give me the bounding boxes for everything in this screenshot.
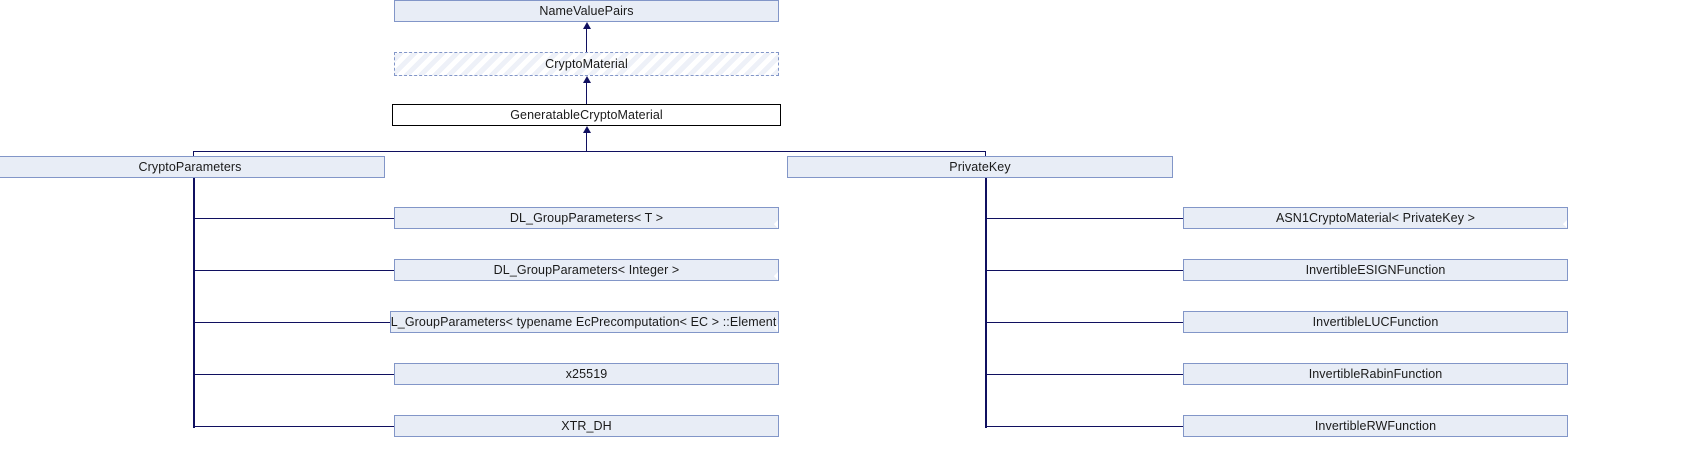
edge-left-branch-5: [193, 426, 395, 427]
node-label: PrivateKey: [949, 159, 1011, 174]
edge-right-branch-2: [985, 270, 1183, 271]
arrowhead-to-name-value-pairs: [583, 22, 591, 29]
node-dl-group-parameters-t[interactable]: DL_GroupParameters< T >: [394, 207, 779, 229]
node-invertible-esign-function[interactable]: InvertibleESIGNFunction: [1183, 259, 1568, 281]
edge-left-branch-1: [193, 218, 395, 219]
node-invertible-rw-function[interactable]: InvertibleRWFunction: [1183, 415, 1568, 437]
node-label: ASN1CryptoMaterial< PrivateKey >: [1275, 210, 1476, 225]
edge-bus-stem: [586, 133, 587, 151]
node-crypto-parameters[interactable]: CryptoParameters: [0, 156, 385, 178]
node-label: InvertibleLUCFunction: [1312, 314, 1439, 329]
node-label: DL_GroupParameters< typename EcPrecomput…: [390, 314, 779, 329]
node-label: DL_GroupParameters< Integer >: [493, 262, 680, 277]
node-label: DL_GroupParameters< T >: [509, 210, 664, 225]
node-label: CryptoParameters: [138, 159, 242, 174]
edge-left-branch-2: [193, 270, 395, 271]
node-crypto-material[interactable]: CryptoMaterial: [394, 52, 779, 76]
edge-right-branch-3: [985, 322, 1183, 323]
node-label: CryptoMaterial: [545, 56, 628, 71]
node-invertible-rabin-function[interactable]: InvertibleRabinFunction: [1183, 363, 1568, 385]
edge-crypto-material-to-name-value-pairs: [586, 29, 587, 52]
arrowhead-to-crypto-material: [583, 76, 591, 83]
node-label: NameValuePairs: [539, 3, 634, 18]
arrowhead-to-generatable-crypto-material: [583, 126, 591, 133]
node-label: x25519: [565, 366, 608, 381]
node-dl-group-parameters-integer[interactable]: DL_GroupParameters< Integer >: [394, 259, 779, 281]
edge-bus-horizontal: [193, 151, 986, 152]
edge-right-branch-5: [985, 426, 1183, 427]
node-generatable-crypto-material[interactable]: GeneratableCryptoMaterial: [392, 104, 781, 126]
edge-left-trunk: [193, 178, 195, 428]
node-xtr-dh[interactable]: XTR_DH: [394, 415, 779, 437]
node-label: XTR_DH: [561, 418, 612, 433]
node-dl-group-parameters-ecprecomputation[interactable]: DL_GroupParameters< typename EcPrecomput…: [390, 311, 779, 333]
edge-left-branch-3: [193, 322, 395, 323]
node-label: InvertibleRabinFunction: [1308, 366, 1443, 381]
node-label: InvertibleRWFunction: [1314, 418, 1437, 433]
edge-right-trunk: [985, 178, 987, 428]
edge-generatable-to-crypto-material: [586, 83, 587, 104]
edge-left-branch-4: [193, 374, 395, 375]
node-private-key[interactable]: PrivateKey: [787, 156, 1173, 178]
node-name-value-pairs[interactable]: NameValuePairs: [394, 0, 779, 22]
node-invertible-luc-function[interactable]: InvertibleLUCFunction: [1183, 311, 1568, 333]
node-label: GeneratableCryptoMaterial: [510, 107, 663, 122]
node-x25519[interactable]: x25519: [394, 363, 779, 385]
node-asn1-crypto-material-private-key[interactable]: ASN1CryptoMaterial< PrivateKey >: [1183, 207, 1568, 229]
edge-right-branch-1: [985, 218, 1183, 219]
edge-right-branch-4: [985, 374, 1183, 375]
node-label: InvertibleESIGNFunction: [1305, 262, 1446, 277]
